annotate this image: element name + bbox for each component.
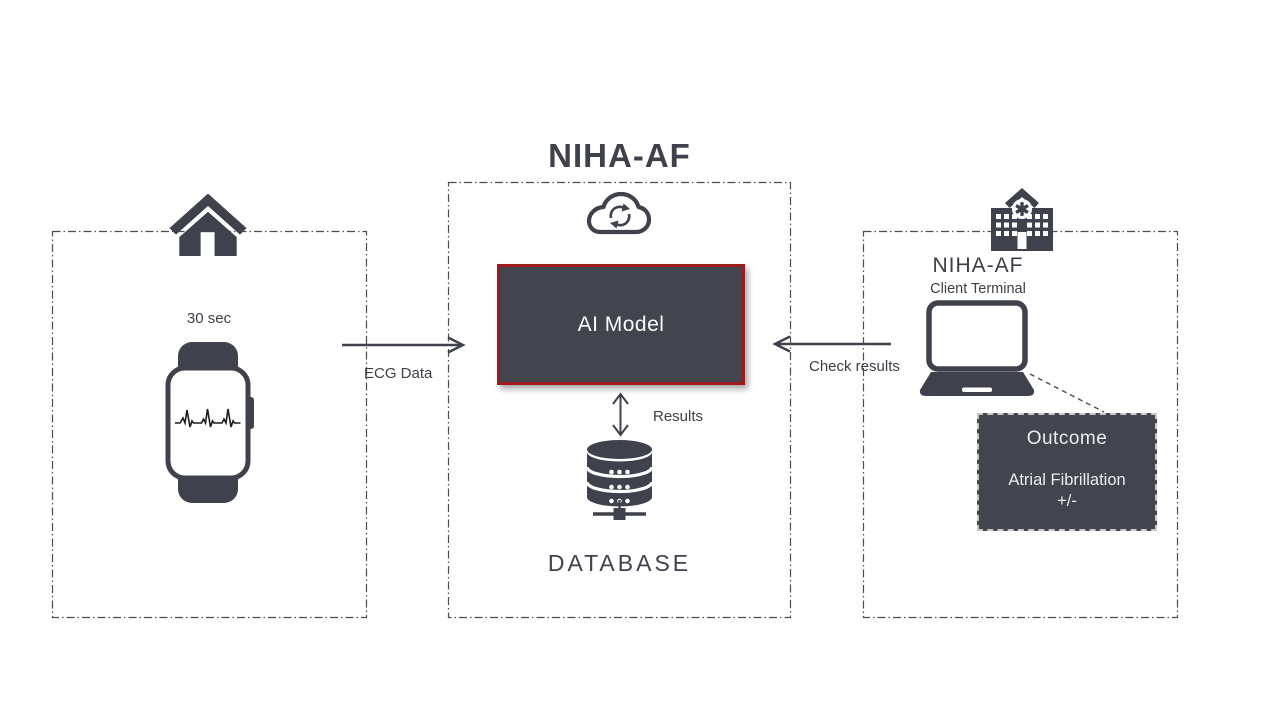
ecg-data-arrow [342, 336, 466, 354]
laptop-icon [919, 300, 1035, 396]
diagram-title: NIHA-AF [548, 137, 691, 174]
results-label: Results [653, 408, 704, 425]
smartwatch-ecg-icon [165, 342, 254, 503]
check-results-label: Check results [809, 358, 900, 375]
ecg-data-label: ECG Data [364, 365, 433, 382]
hospital-windows [996, 214, 1048, 249]
client-system-name: NIHA-AF [932, 254, 1024, 277]
ai-model-box: AI Model [497, 264, 745, 385]
client-terminal-label: Client Terminal [930, 281, 1026, 297]
cloud-sync-icon [586, 191, 652, 235]
outcome-result-sign: +/- [1057, 492, 1077, 510]
results-double-arrow [612, 392, 629, 437]
hospital-building-icon [991, 188, 1053, 251]
database-server-icon [585, 440, 654, 520]
duration-label: 30 sec [186, 310, 232, 327]
sync-arrows-glyph [609, 203, 631, 229]
database-label: DATABASE [547, 550, 692, 576]
outcome-title: Outcome [1026, 428, 1108, 449]
check-results-arrow [772, 335, 891, 353]
outcome-box: Outcome Atrial Fibrillation +/- [977, 413, 1157, 531]
laptop-outcome-connector [1029, 373, 1105, 413]
house-icon [169, 193, 247, 256]
ai-zone-border [447, 181, 792, 619]
ai-model-label: AI Model [577, 312, 665, 336]
medical-asterisk-glyph [1015, 202, 1029, 216]
outcome-result-label: Atrial Fibrillation [1008, 471, 1126, 489]
